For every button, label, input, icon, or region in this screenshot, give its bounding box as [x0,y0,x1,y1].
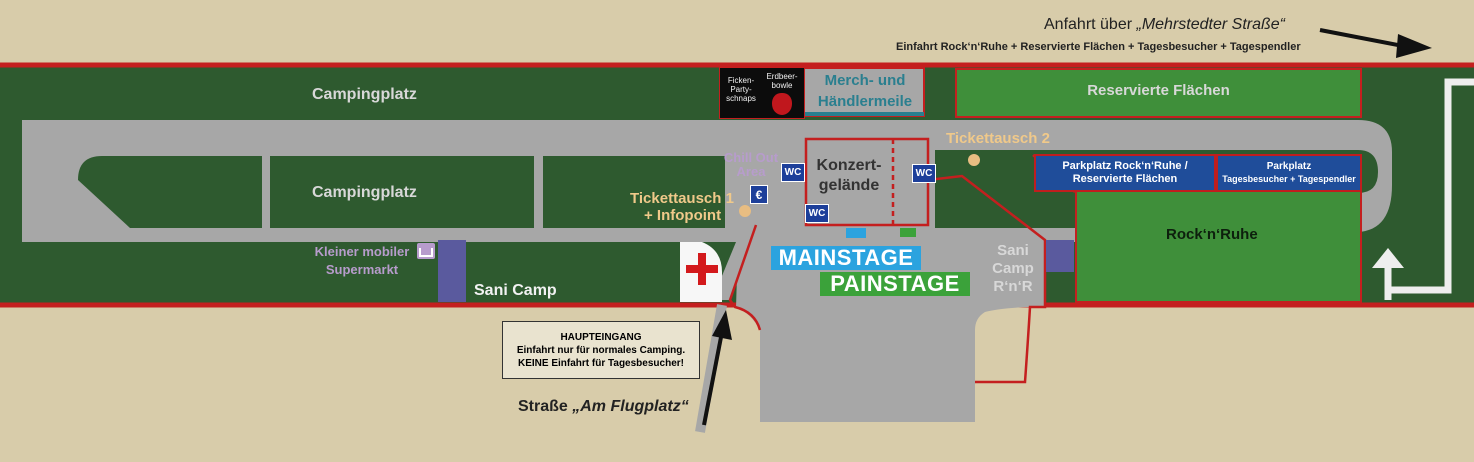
wc-icon-3: WC [912,164,936,183]
painstage-label: PAINSTAGE [820,271,970,296]
red-cross-icon-vertical [698,253,706,285]
supermarket-block [438,240,466,302]
top-access-prefix: Anfahrt über [1044,16,1137,33]
supermarket-label-1: Kleiner mobiler [314,244,410,259]
top-access-note: Einfahrt Rock‘n‘Ruhe + Reservierte Fläch… [896,41,1301,53]
mainstage-label: MAINSTAGE [771,245,921,270]
shop-label-1: Ficken-Party-schnaps [726,76,756,103]
strawberry-icon [772,93,792,115]
euro-icon: € [750,185,768,204]
rocknruhe-label: Rock‘n‘Ruhe [1166,226,1258,243]
sani-rnr-label-1: Sani [997,242,1029,259]
bottom-road-name: „Am Flugplatz“ [572,398,689,415]
camping-label-2: Campingplatz [312,184,417,201]
top-access-title: Anfahrt über „Mehrstedter Straße“ [1044,16,1285,34]
top-access-road: „Mehrstedter Straße“ [1136,16,1285,33]
fence-line-west [728,224,762,331]
main-entrance-line1: Einfahrt nur für normales Camping. [516,344,686,356]
fence-line-east [927,174,1047,384]
parking-1-line1: Parkplatz Rock‘n‘Ruhe / [1062,160,1188,172]
parking-rocknruhe: Parkplatz Rock‘n‘Ruhe / Reservierte Fläc… [1034,154,1216,192]
parking-day-visitors: Parkplatz Tagesbesucher + Tagespendler [1216,154,1362,192]
chill-out-label: Chill Out Area [723,150,779,179]
stage-marker-blue [846,228,866,238]
main-entrance-info: HAUPTEINGANG Einfahrt nur für normales C… [502,321,700,379]
reserved-label: Reservierte Flächen [1087,82,1230,99]
bottom-road-prefix: Straße [518,398,573,415]
up-arrow-icon [1372,248,1404,268]
sani-rnr-block [1046,240,1074,272]
bottom-arrow-icon [712,310,732,340]
stage-marker-green [900,228,916,237]
cart-basket [419,247,433,257]
concert-label: Konzert-gelände [816,157,882,194]
top-arrow-shaft [1319,28,1399,47]
top-arrow-icon [1396,34,1432,58]
ticket-2-label: Tickettausch 2 [946,130,1050,147]
shopping-cart-icon [417,243,435,259]
merch-label: Merch- und Händlermeile [817,72,913,110]
reserved-area [955,68,1362,118]
camping-label-1: Campingplatz [312,86,417,103]
ticket-1-marker [739,205,751,217]
sani-rnr-label-2: Camp [992,260,1034,277]
concert-fence [804,137,930,227]
shop-label-2: Erdbeer-bowle [766,72,798,90]
rocknruhe-drive-path [1384,78,1474,300]
camping-block-2 [270,156,534,228]
parking-extension [975,330,1025,382]
ticket-1-label: Tickettausch 1 [630,190,734,207]
bottom-road-label: Straße „Am Flugplatz“ [518,398,689,416]
camping-block-1 [78,156,262,228]
camping-block-3 [543,156,725,228]
parking-2-line1: Parkplatz [1266,161,1312,172]
wc-icon-1: WC [781,163,805,182]
supermarket-label-2: Supermarkt [325,262,399,277]
infopoint-label: + Infopoint [644,207,722,224]
bottom-arrow-shaft [702,331,724,426]
sani-camp-label: Sani Camp [474,282,557,299]
ticket-2-marker [968,154,980,166]
shop-booths: Ficken-Party-schnaps Erdbeer-bowle [719,67,805,119]
sani-rnr-label-3: R‘n‘R [993,278,1033,295]
rocknruhe-area [1075,189,1362,303]
parking-1-line2: Reservierte Flächen [1072,173,1178,185]
main-entrance-line2: KEINE Einfahrt für Tagesbesucher! [518,357,684,369]
wc-icon-2: WC [805,204,829,223]
parking-2-line2: Tagesbesucher + Tagespendler [1222,174,1356,184]
main-entrance-title: HAUPTEINGANG [560,331,642,343]
